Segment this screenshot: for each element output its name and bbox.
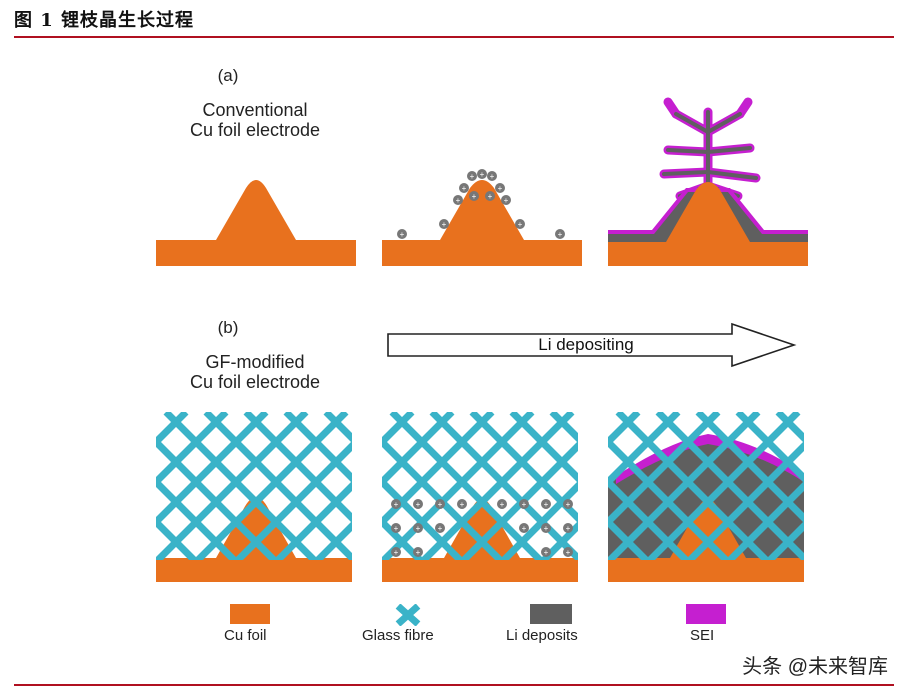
arrow-label: Li depositing: [538, 335, 633, 354]
legend-label-glass-fibre: Glass fibre: [362, 627, 434, 644]
panel-b1-gf-modified: [156, 412, 352, 582]
panel-a2-ion-accumulation: + + + + + + + + + + + + +: [382, 169, 582, 266]
svg-text:+: +: [558, 230, 563, 239]
li-ion: +: [541, 547, 551, 557]
glass-fibre-mesh: [608, 412, 804, 560]
bottom-divider: [14, 684, 894, 686]
section-a-label-line1: Conventional: [202, 100, 308, 120]
li-ion: +: [467, 171, 477, 181]
svg-text:+: +: [544, 524, 549, 533]
li-ion: +: [477, 169, 487, 179]
svg-text:+: +: [394, 548, 399, 557]
svg-text:+: +: [394, 524, 399, 533]
li-ion: +: [519, 499, 529, 509]
section-b-tag: (b): [217, 318, 239, 337]
svg-text:+: +: [416, 524, 421, 533]
legend-label-cu-foil: Cu foil: [224, 627, 267, 644]
legend-label-li-deposits: Li deposits: [506, 627, 578, 644]
section-b-label-line2: Cu foil electrode: [189, 372, 321, 392]
svg-text:+: +: [438, 500, 443, 509]
watermark: 头条 @未来智库: [742, 656, 888, 678]
panel-b3-gf-uniform-deposition: [608, 412, 804, 582]
li-ion: +: [497, 499, 507, 509]
svg-text:+: +: [488, 192, 493, 201]
svg-text:+: +: [544, 548, 549, 557]
svg-text:+: +: [500, 500, 505, 509]
li-ion: +: [555, 229, 565, 239]
svg-text:+: +: [566, 548, 571, 557]
cu-foil-with-protrusion: [382, 180, 582, 266]
li-ion: +: [515, 219, 525, 229]
svg-text:+: +: [518, 220, 523, 229]
svg-text:+: +: [394, 500, 399, 509]
svg-text:+: +: [438, 524, 443, 533]
cu-foil-with-protrusion: [156, 180, 356, 266]
li-ion: +: [563, 547, 573, 557]
svg-text:+: +: [504, 196, 509, 205]
li-ion-grid: + + + + + + + + + + + + + + + + + +: [391, 499, 573, 557]
li-ion: +: [541, 499, 551, 509]
svg-text:+: +: [490, 172, 495, 181]
svg-text:+: +: [416, 500, 421, 509]
legend-swatch-sei: [686, 604, 726, 624]
li-ion: +: [563, 499, 573, 509]
li-ion: +: [413, 499, 423, 509]
svg-text:+: +: [472, 192, 477, 201]
li-ion: +: [563, 523, 573, 533]
svg-text:+: +: [498, 184, 503, 193]
section-b-label-line1: GF-modified: [205, 352, 305, 372]
li-ion: +: [519, 523, 529, 533]
svg-text:+: +: [456, 196, 461, 205]
top-divider: [14, 36, 894, 38]
li-ion: +: [485, 191, 495, 201]
section-a-tag: (a): [217, 66, 239, 85]
legend-swatch-cu-foil: [230, 604, 270, 624]
glass-fibre-mesh: [156, 412, 352, 560]
li-ion: +: [495, 183, 505, 193]
figure-title: 图 1 锂枝晶生长过程: [14, 10, 195, 31]
li-depositing-arrow: Li depositing: [387, 322, 797, 368]
svg-text:+: +: [470, 172, 475, 181]
svg-text:+: +: [522, 524, 527, 533]
li-ion: +: [397, 229, 407, 239]
li-ion: +: [501, 195, 511, 205]
svg-text:+: +: [400, 230, 405, 239]
panel-a1-bare-cu-foil: [156, 180, 356, 266]
li-ion: +: [391, 523, 401, 533]
svg-text:+: +: [442, 220, 447, 229]
panel-a3-dendrite-growth: [608, 97, 808, 266]
legend-swatch-li-deposits: [530, 604, 572, 624]
li-ion: +: [469, 191, 479, 201]
li-ion: +: [541, 523, 551, 533]
sei-layer: [616, 434, 804, 484]
svg-text:+: +: [566, 500, 571, 509]
svg-text:+: +: [522, 500, 527, 509]
section-a-label-line2: Cu foil electrode: [189, 120, 321, 140]
li-ion: +: [413, 523, 423, 533]
li-ion: +: [487, 171, 497, 181]
li-ion: +: [453, 195, 463, 205]
legend-swatch-glass-fibre: [395, 604, 421, 626]
li-ion: +: [435, 499, 445, 509]
li-ion: +: [459, 183, 469, 193]
svg-text:+: +: [462, 184, 467, 193]
svg-text:+: +: [566, 524, 571, 533]
legend-label-sei: SEI: [690, 627, 715, 644]
cu-foil-with-protrusion: [608, 182, 808, 266]
svg-text:+: +: [416, 548, 421, 557]
svg-text:+: +: [460, 500, 465, 509]
li-ion: +: [457, 499, 467, 509]
li-ion: +: [391, 547, 401, 557]
li-ion: +: [391, 499, 401, 509]
li-ion: +: [413, 547, 423, 557]
li-ion: +: [439, 219, 449, 229]
li-ion: +: [435, 523, 445, 533]
li-ion-cluster: + + + + + + + + + + + + +: [397, 169, 565, 239]
svg-text:+: +: [544, 500, 549, 509]
svg-text:+: +: [480, 170, 485, 179]
panel-b2-gf-ion-distribution: + + + + + + + + + + + + + + + + + +: [382, 412, 578, 582]
glass-fibre-mesh: [382, 412, 578, 560]
